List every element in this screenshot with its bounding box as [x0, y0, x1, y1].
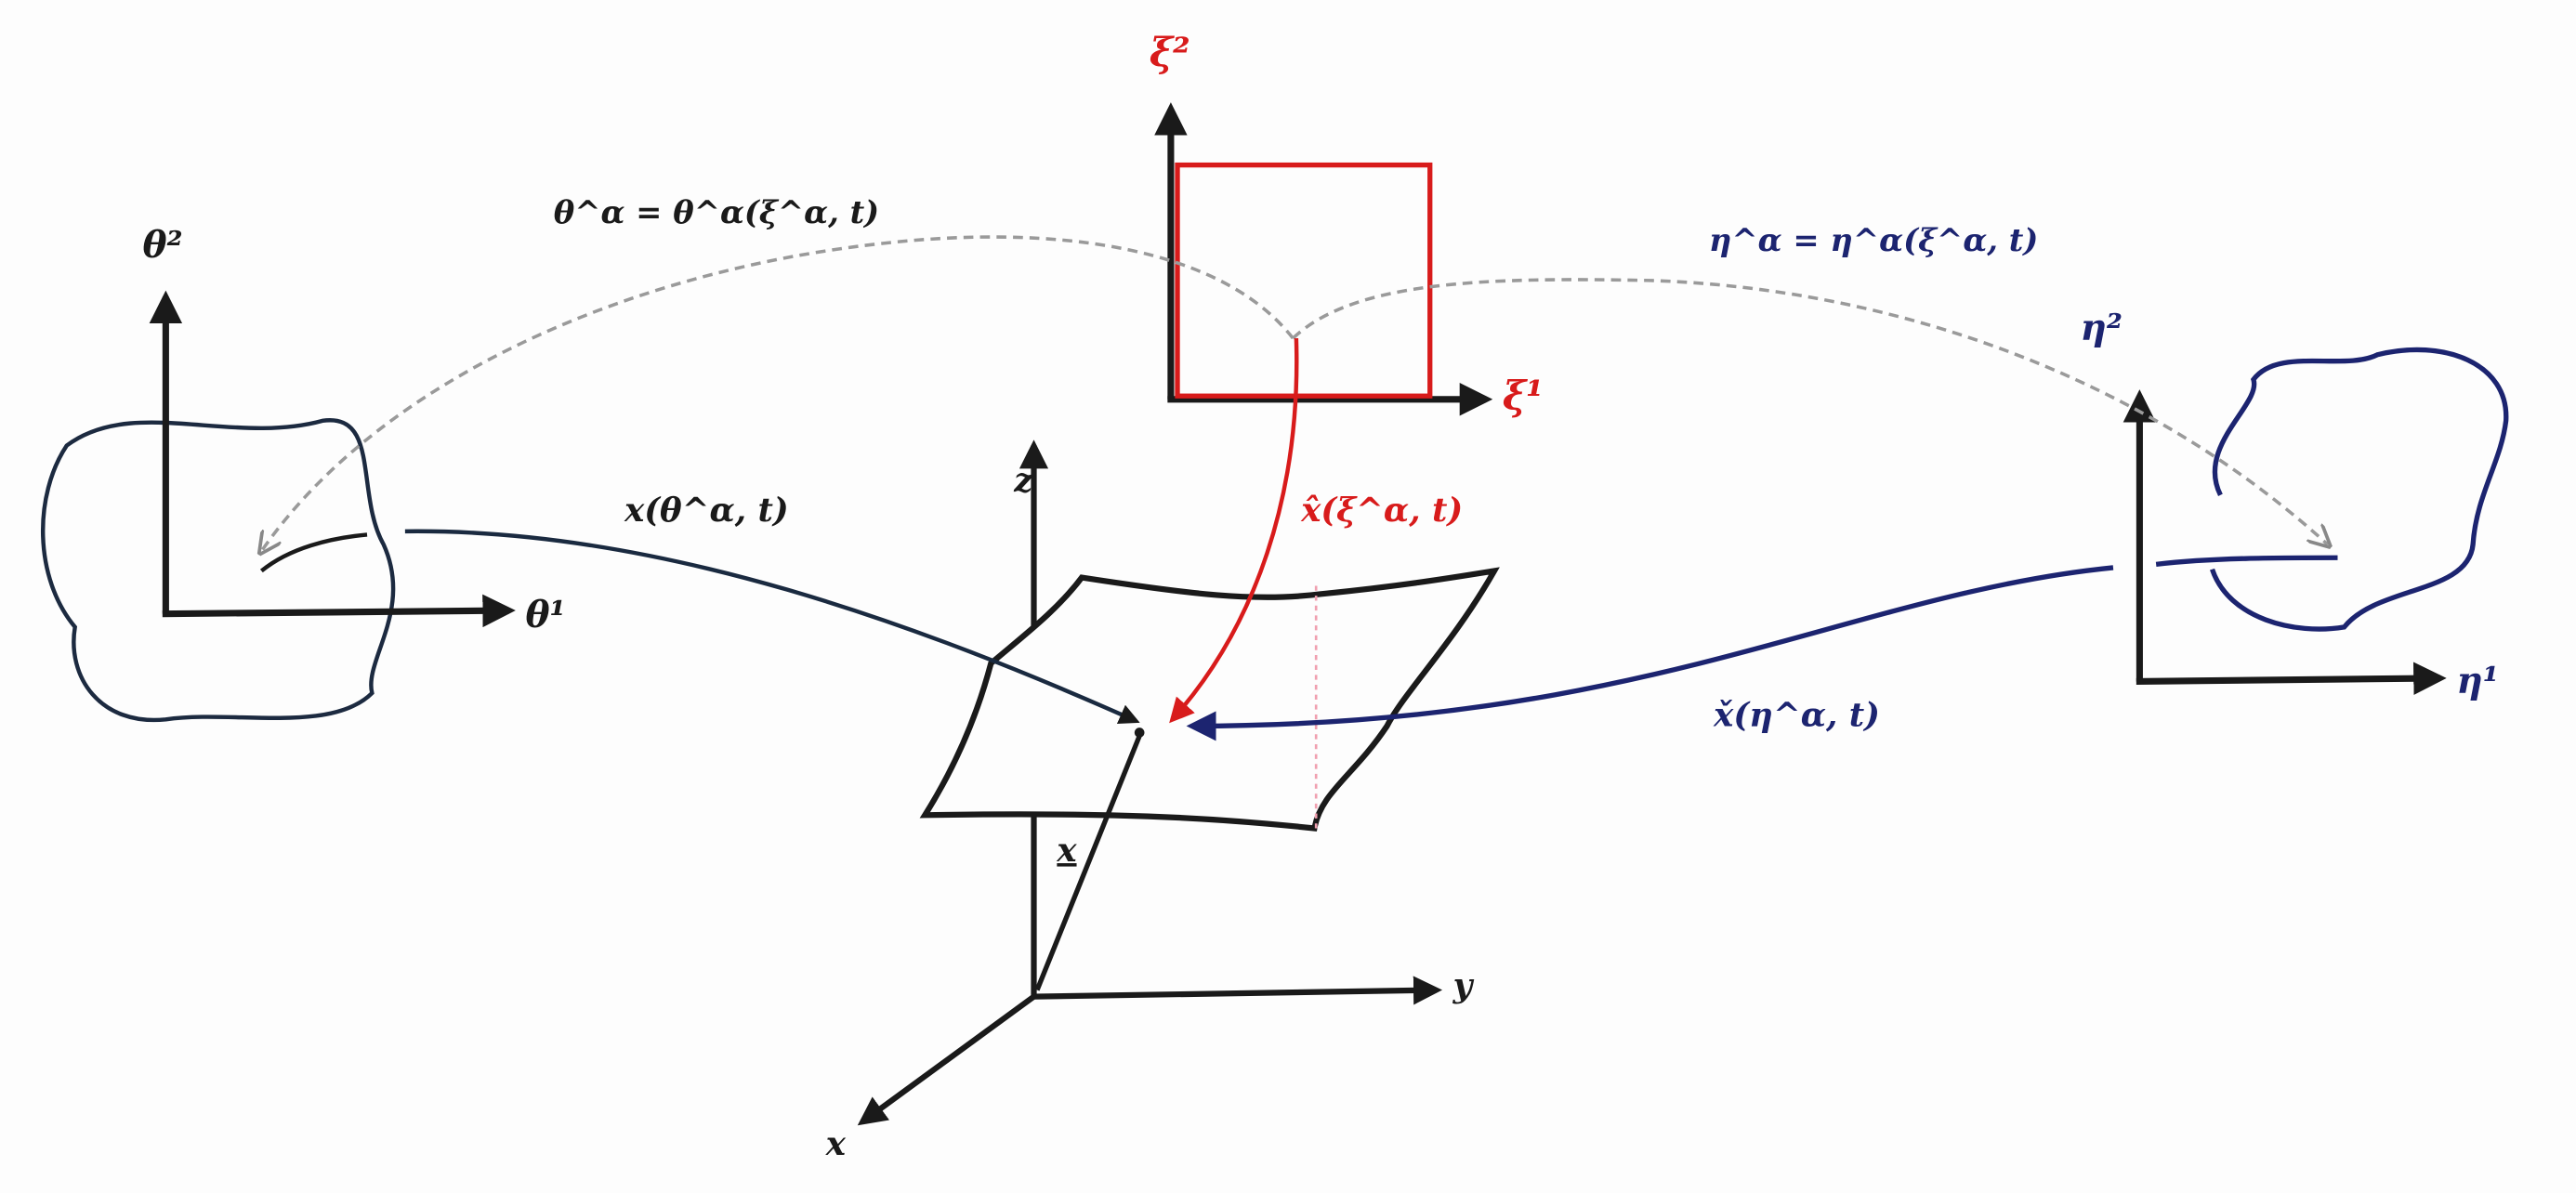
eta2-label: η²: [2080, 307, 2123, 349]
x-hat-of-xi-label: x̂(ξ^α, t): [1300, 492, 1463, 530]
xi2-label: ξ²: [1150, 30, 1190, 76]
right-region-blob: [2209, 347, 2509, 632]
spatial-frame: z y x x: [825, 439, 1500, 1163]
x-check-map-arrow: [1186, 565, 2114, 741]
position-vector: [1034, 735, 1142, 991]
left-parameter-domain: θ² θ¹: [40, 224, 566, 723]
xi1-label: ξ¹: [1503, 373, 1544, 419]
surface-point: [1134, 728, 1145, 738]
y-label: y: [1452, 967, 1475, 1005]
y-axis: [1033, 976, 1443, 1005]
center-parameter-domain: ξ² ξ¹: [1150, 30, 1544, 419]
parametric-square: [1175, 162, 1433, 399]
spatial-surface: [919, 567, 1500, 832]
eta1-label: η¹: [2456, 660, 2499, 702]
eta-of-xi-map-arrow: [1292, 278, 2328, 544]
x-of-theta-map-arrow: [404, 529, 1140, 724]
theta1-label: θ¹: [526, 594, 566, 636]
right-curve-segment: [2155, 555, 2338, 568]
x-axis: [857, 994, 1036, 1126]
eta-of-xi-label: η^α = η^α(ξ^α, t): [1709, 221, 2038, 258]
x-of-theta-label: x(θ^α, t): [624, 492, 789, 530]
theta2-label: θ²: [143, 224, 183, 267]
right-parameter-domain: η² η¹: [2080, 307, 2509, 702]
x-label: x: [825, 1125, 847, 1163]
mappings: θ^α = θ^α(ξ^α, t) η^α = η^α(ξ^α, t) x(θ^…: [261, 193, 2328, 741]
theta1-axis: [162, 594, 516, 628]
left-region-blob: [40, 418, 396, 723]
x-check-of-eta-label: x̌(η^α, t): [1713, 696, 1880, 734]
theta-of-xi-map-arrow: [261, 235, 1295, 551]
theta-of-xi-label: θ^α = θ^α(ξ^α, t): [554, 193, 879, 230]
z-label: z: [1013, 462, 1033, 500]
x-hat-map-arrow: [1169, 337, 1299, 724]
eta1-axis: [2136, 662, 2447, 695]
position-vector-label: x: [1056, 832, 1077, 870]
left-curve-segment: [259, 532, 368, 573]
